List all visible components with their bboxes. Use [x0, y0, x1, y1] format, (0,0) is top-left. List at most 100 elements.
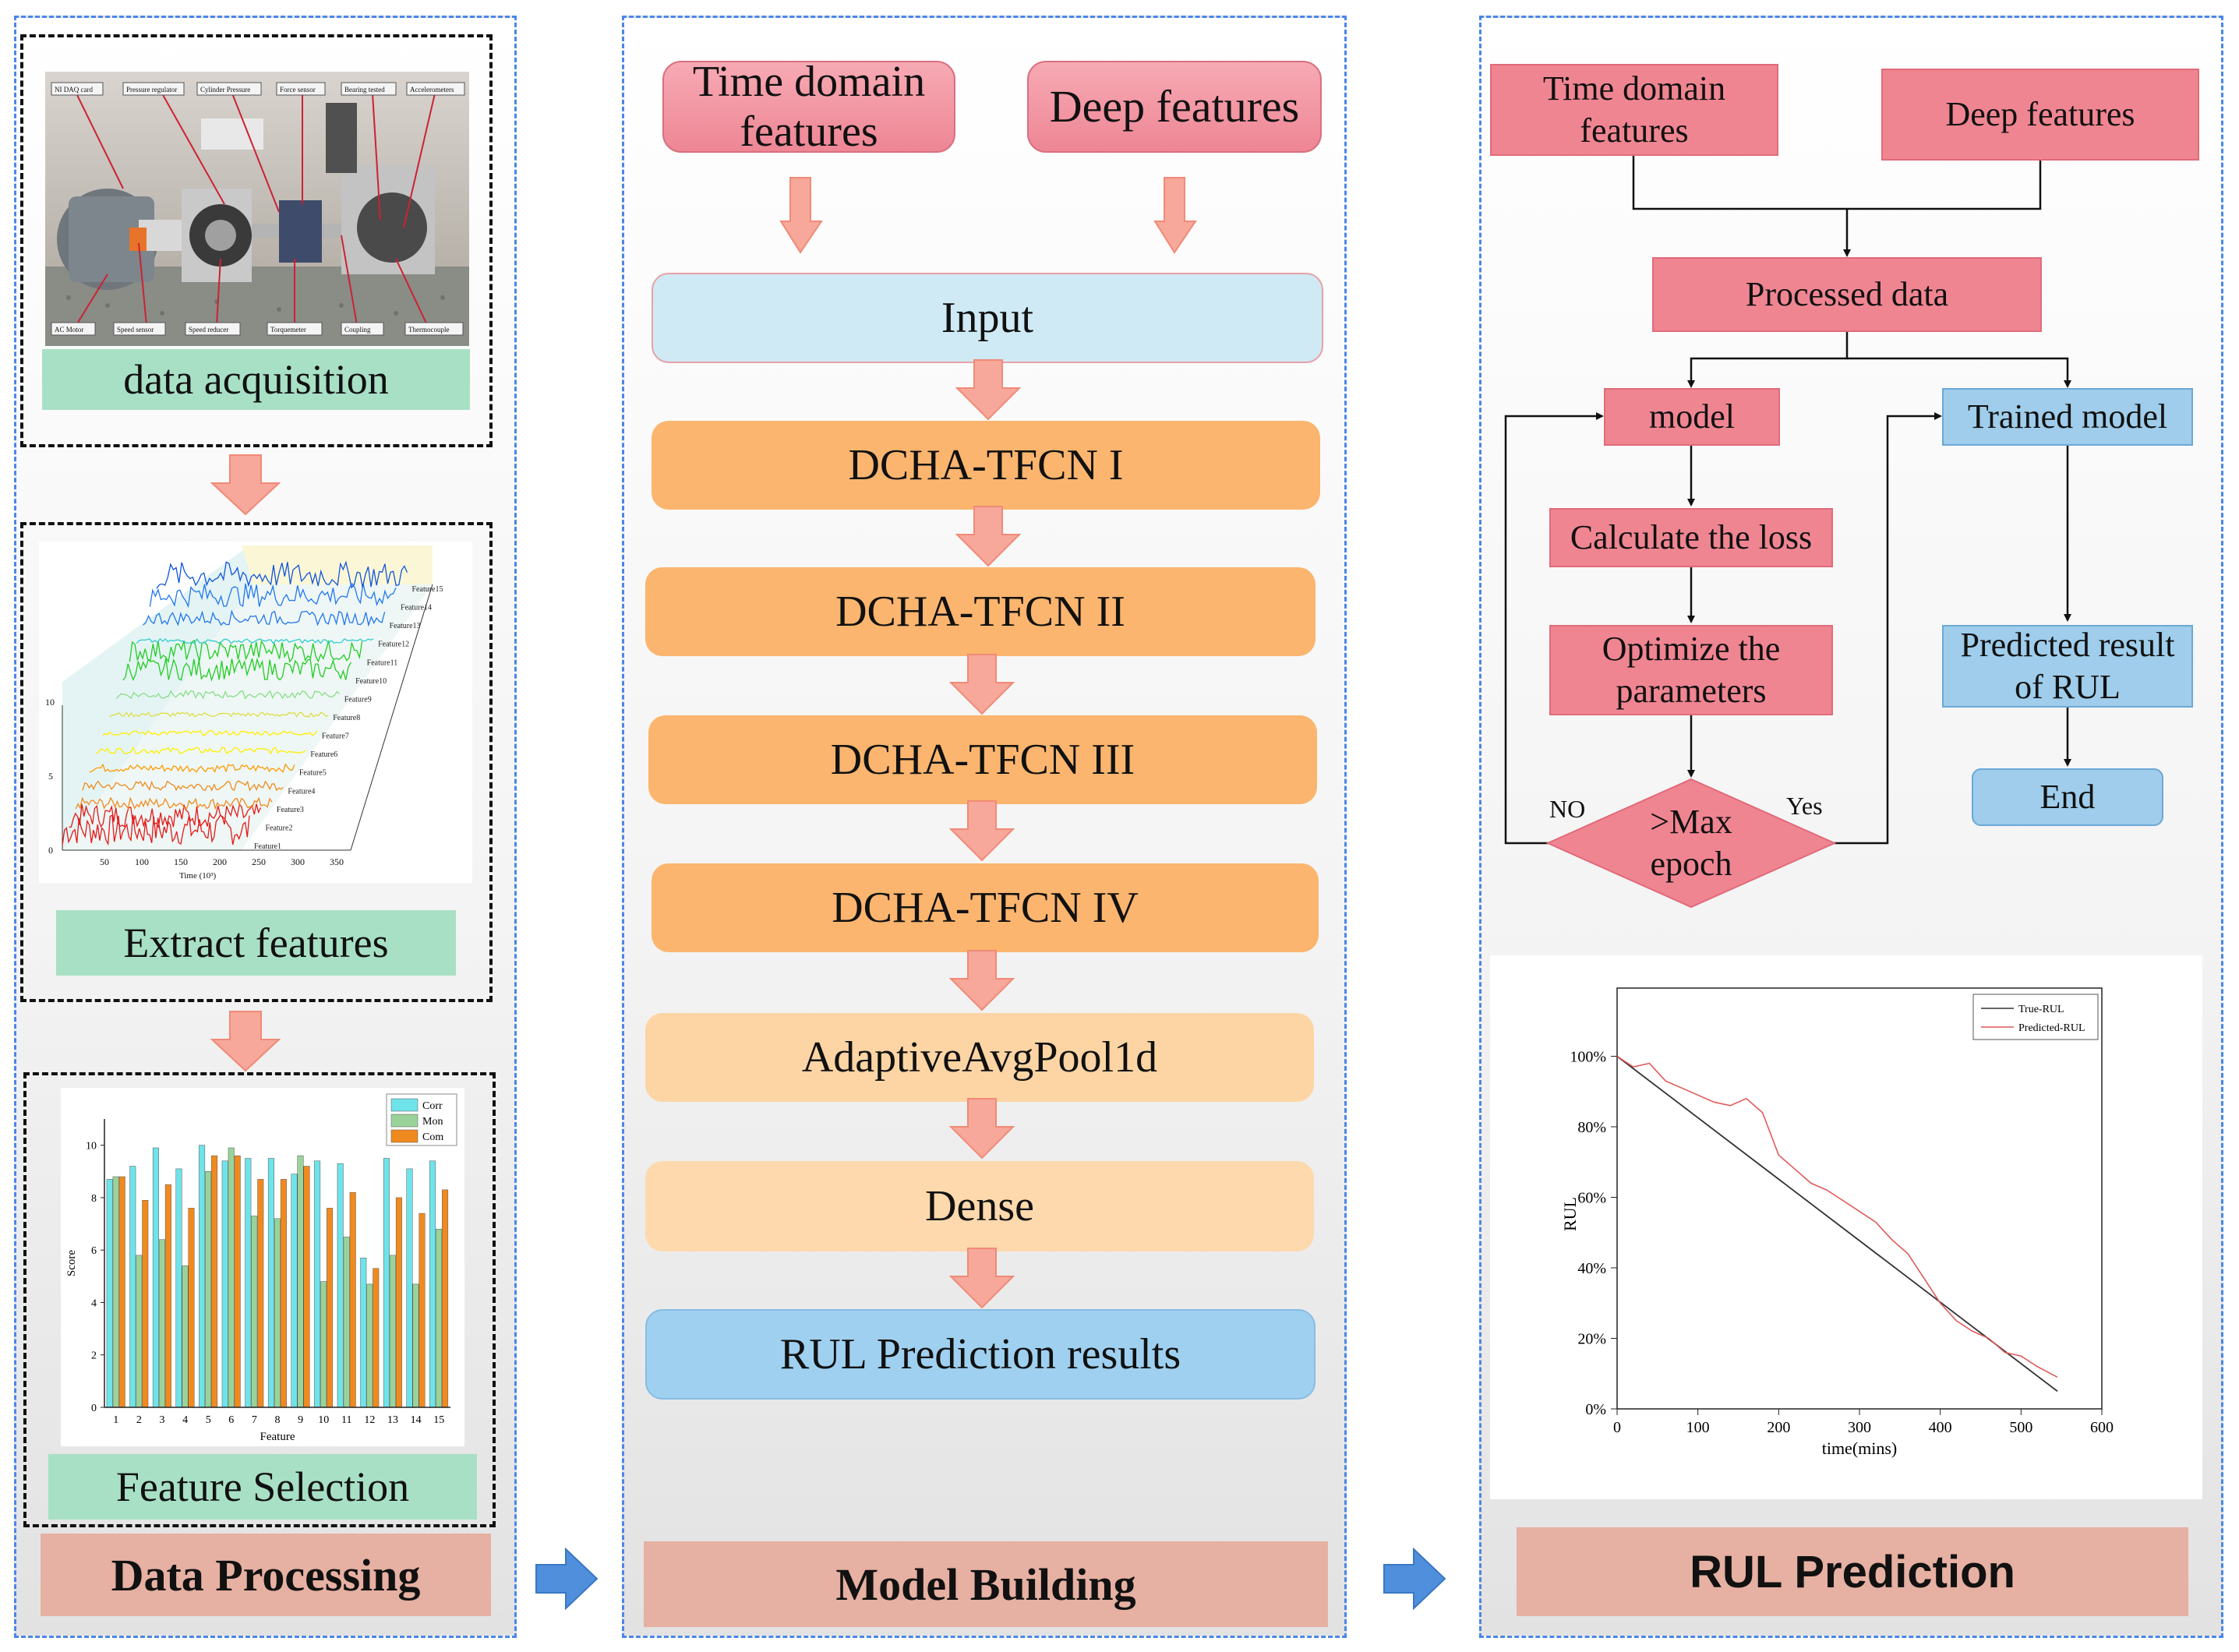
y-tick-label: 8 — [91, 1193, 97, 1205]
bar-corr — [245, 1158, 252, 1408]
feature-trace — [115, 690, 341, 700]
y-tick-label: 10 — [86, 1141, 97, 1153]
bar-corr — [129, 1166, 136, 1408]
x-tick-label: 200 — [1767, 1419, 1790, 1436]
feature-label: Feature13 — [390, 622, 421, 630]
down-arrow — [955, 359, 1021, 421]
photo-label: Force sensor — [280, 86, 316, 94]
feature-trace — [102, 729, 318, 736]
feature-label: Feature11 — [367, 658, 398, 667]
legend-swatch — [390, 1114, 418, 1128]
photo-label: Pressure regulator — [126, 86, 177, 94]
y-axis-label: Score — [65, 1250, 78, 1276]
feature-label: Feature4 — [288, 787, 315, 796]
bar-com — [280, 1179, 287, 1408]
bar-com — [234, 1155, 241, 1408]
x-tick-label: 13 — [387, 1414, 398, 1426]
bar-mon — [182, 1265, 189, 1408]
x-tick-label: 300 — [1848, 1419, 1871, 1436]
x-tick-label: 500 — [2009, 1419, 2032, 1436]
flow-decision-label: >Max epoch — [1650, 803, 1732, 883]
legend-swatch — [390, 1129, 418, 1143]
layer-adaptive-avg-pool: AdaptiveAvgPool1d — [645, 1013, 1314, 1102]
feature-selection-frame — [23, 1072, 496, 1527]
y-tick-label: 0% — [1585, 1401, 1606, 1418]
feature-waterfall-svg: 0 5 10 50 100 150 200 250 300 350 Time (… — [45, 545, 443, 881]
photo-label: Speed reducer — [189, 326, 228, 334]
bar-corr — [175, 1168, 182, 1408]
photo-label: Thermocouple — [408, 326, 449, 334]
x-axis-label: Feature — [260, 1431, 295, 1443]
bar-mon — [158, 1239, 165, 1408]
bar-com — [188, 1208, 195, 1408]
test-rig-illustration: NI DAQ card Pressure regulator Cylinder … — [45, 72, 469, 346]
photo-label: Torquemeter — [270, 326, 306, 334]
layer-dcha-tfcn-1: DCHA-TFCN I — [652, 421, 1320, 510]
series-line-predicted-rul — [1616, 1055, 2058, 1378]
x-tick-label: 8 — [275, 1414, 281, 1426]
bar-mon — [366, 1283, 373, 1408]
bar-corr — [314, 1160, 321, 1408]
plot-frame — [1616, 987, 2103, 1410]
legend-label: Com — [422, 1131, 443, 1143]
x-tick: 250 — [252, 856, 266, 867]
flow-processed-data: Processed data — [1652, 257, 2042, 332]
down-arrow — [955, 506, 1021, 567]
feature-trace — [122, 657, 351, 682]
extract-features-frame — [20, 522, 493, 1002]
flow-trained-model: Trained model — [1942, 388, 2193, 446]
bar-com — [373, 1268, 380, 1408]
x-tick-label: 100 — [1686, 1419, 1710, 1436]
layer-input: Input — [652, 273, 1323, 363]
x-tick: 200 — [213, 856, 227, 867]
down-arrow — [949, 1098, 1015, 1160]
x-tick-label: 2 — [136, 1414, 142, 1426]
photo-label: AC Motor — [55, 326, 83, 334]
feature-label: Feature3 — [277, 806, 304, 814]
bar-mon — [389, 1255, 396, 1408]
bar-com — [442, 1189, 449, 1408]
feature-label: Feature2 — [265, 824, 292, 832]
bar-com — [395, 1197, 402, 1408]
step-extract-features: Extract features — [56, 910, 456, 976]
y-tick-label: 0 — [91, 1403, 97, 1414]
bar-corr — [106, 1179, 113, 1408]
feature-trace — [89, 763, 295, 774]
y-tick-label: 20% — [1577, 1331, 1606, 1348]
down-arrow — [949, 950, 1015, 1011]
down-arrow — [779, 177, 823, 254]
feature-trace — [82, 780, 284, 792]
bar-com — [327, 1208, 334, 1408]
flow-optimize-parameters: Optimize the parameters — [1549, 625, 1833, 715]
feature-waterfall-plot: 0 5 10 50 100 150 200 250 300 350 Time (… — [39, 542, 472, 883]
bar-com — [349, 1191, 356, 1408]
feature-label: Feature14 — [401, 604, 432, 612]
bar-corr — [199, 1145, 206, 1408]
feature-trace — [109, 711, 329, 718]
bar-mon — [320, 1281, 327, 1408]
right-arrow-icon — [1383, 1547, 1446, 1611]
layer-dcha-tfcn-2: DCHA-TFCN II — [645, 567, 1316, 656]
feature-trace — [156, 560, 408, 589]
waterfall-feature-labels: Feature1Feature2Feature3Feature4Feature5… — [254, 585, 443, 851]
bar-mon — [136, 1255, 143, 1408]
down-arrow — [949, 1248, 1015, 1309]
step-data-acquisition: data acquisition — [42, 349, 470, 410]
x-tick: 300 — [291, 856, 305, 867]
feature-trace — [75, 796, 273, 810]
down-arrow — [949, 654, 1015, 715]
feature-label: Feature5 — [299, 769, 327, 778]
test-rig-photo: NI DAQ card Pressure regulator Cylinder … — [45, 72, 469, 346]
flowchart-connectors — [1504, 156, 2071, 909]
x-tick-label: 12 — [364, 1414, 375, 1426]
bar-corr — [360, 1258, 367, 1408]
z-tick: 0 — [48, 845, 53, 856]
waterfall-traces — [62, 560, 408, 846]
x-tick-label: 0 — [1613, 1419, 1621, 1436]
bar-mon — [228, 1147, 235, 1408]
x-tick-label: 1 — [113, 1414, 118, 1426]
bar-corr — [337, 1163, 344, 1408]
bar-com — [118, 1176, 125, 1408]
